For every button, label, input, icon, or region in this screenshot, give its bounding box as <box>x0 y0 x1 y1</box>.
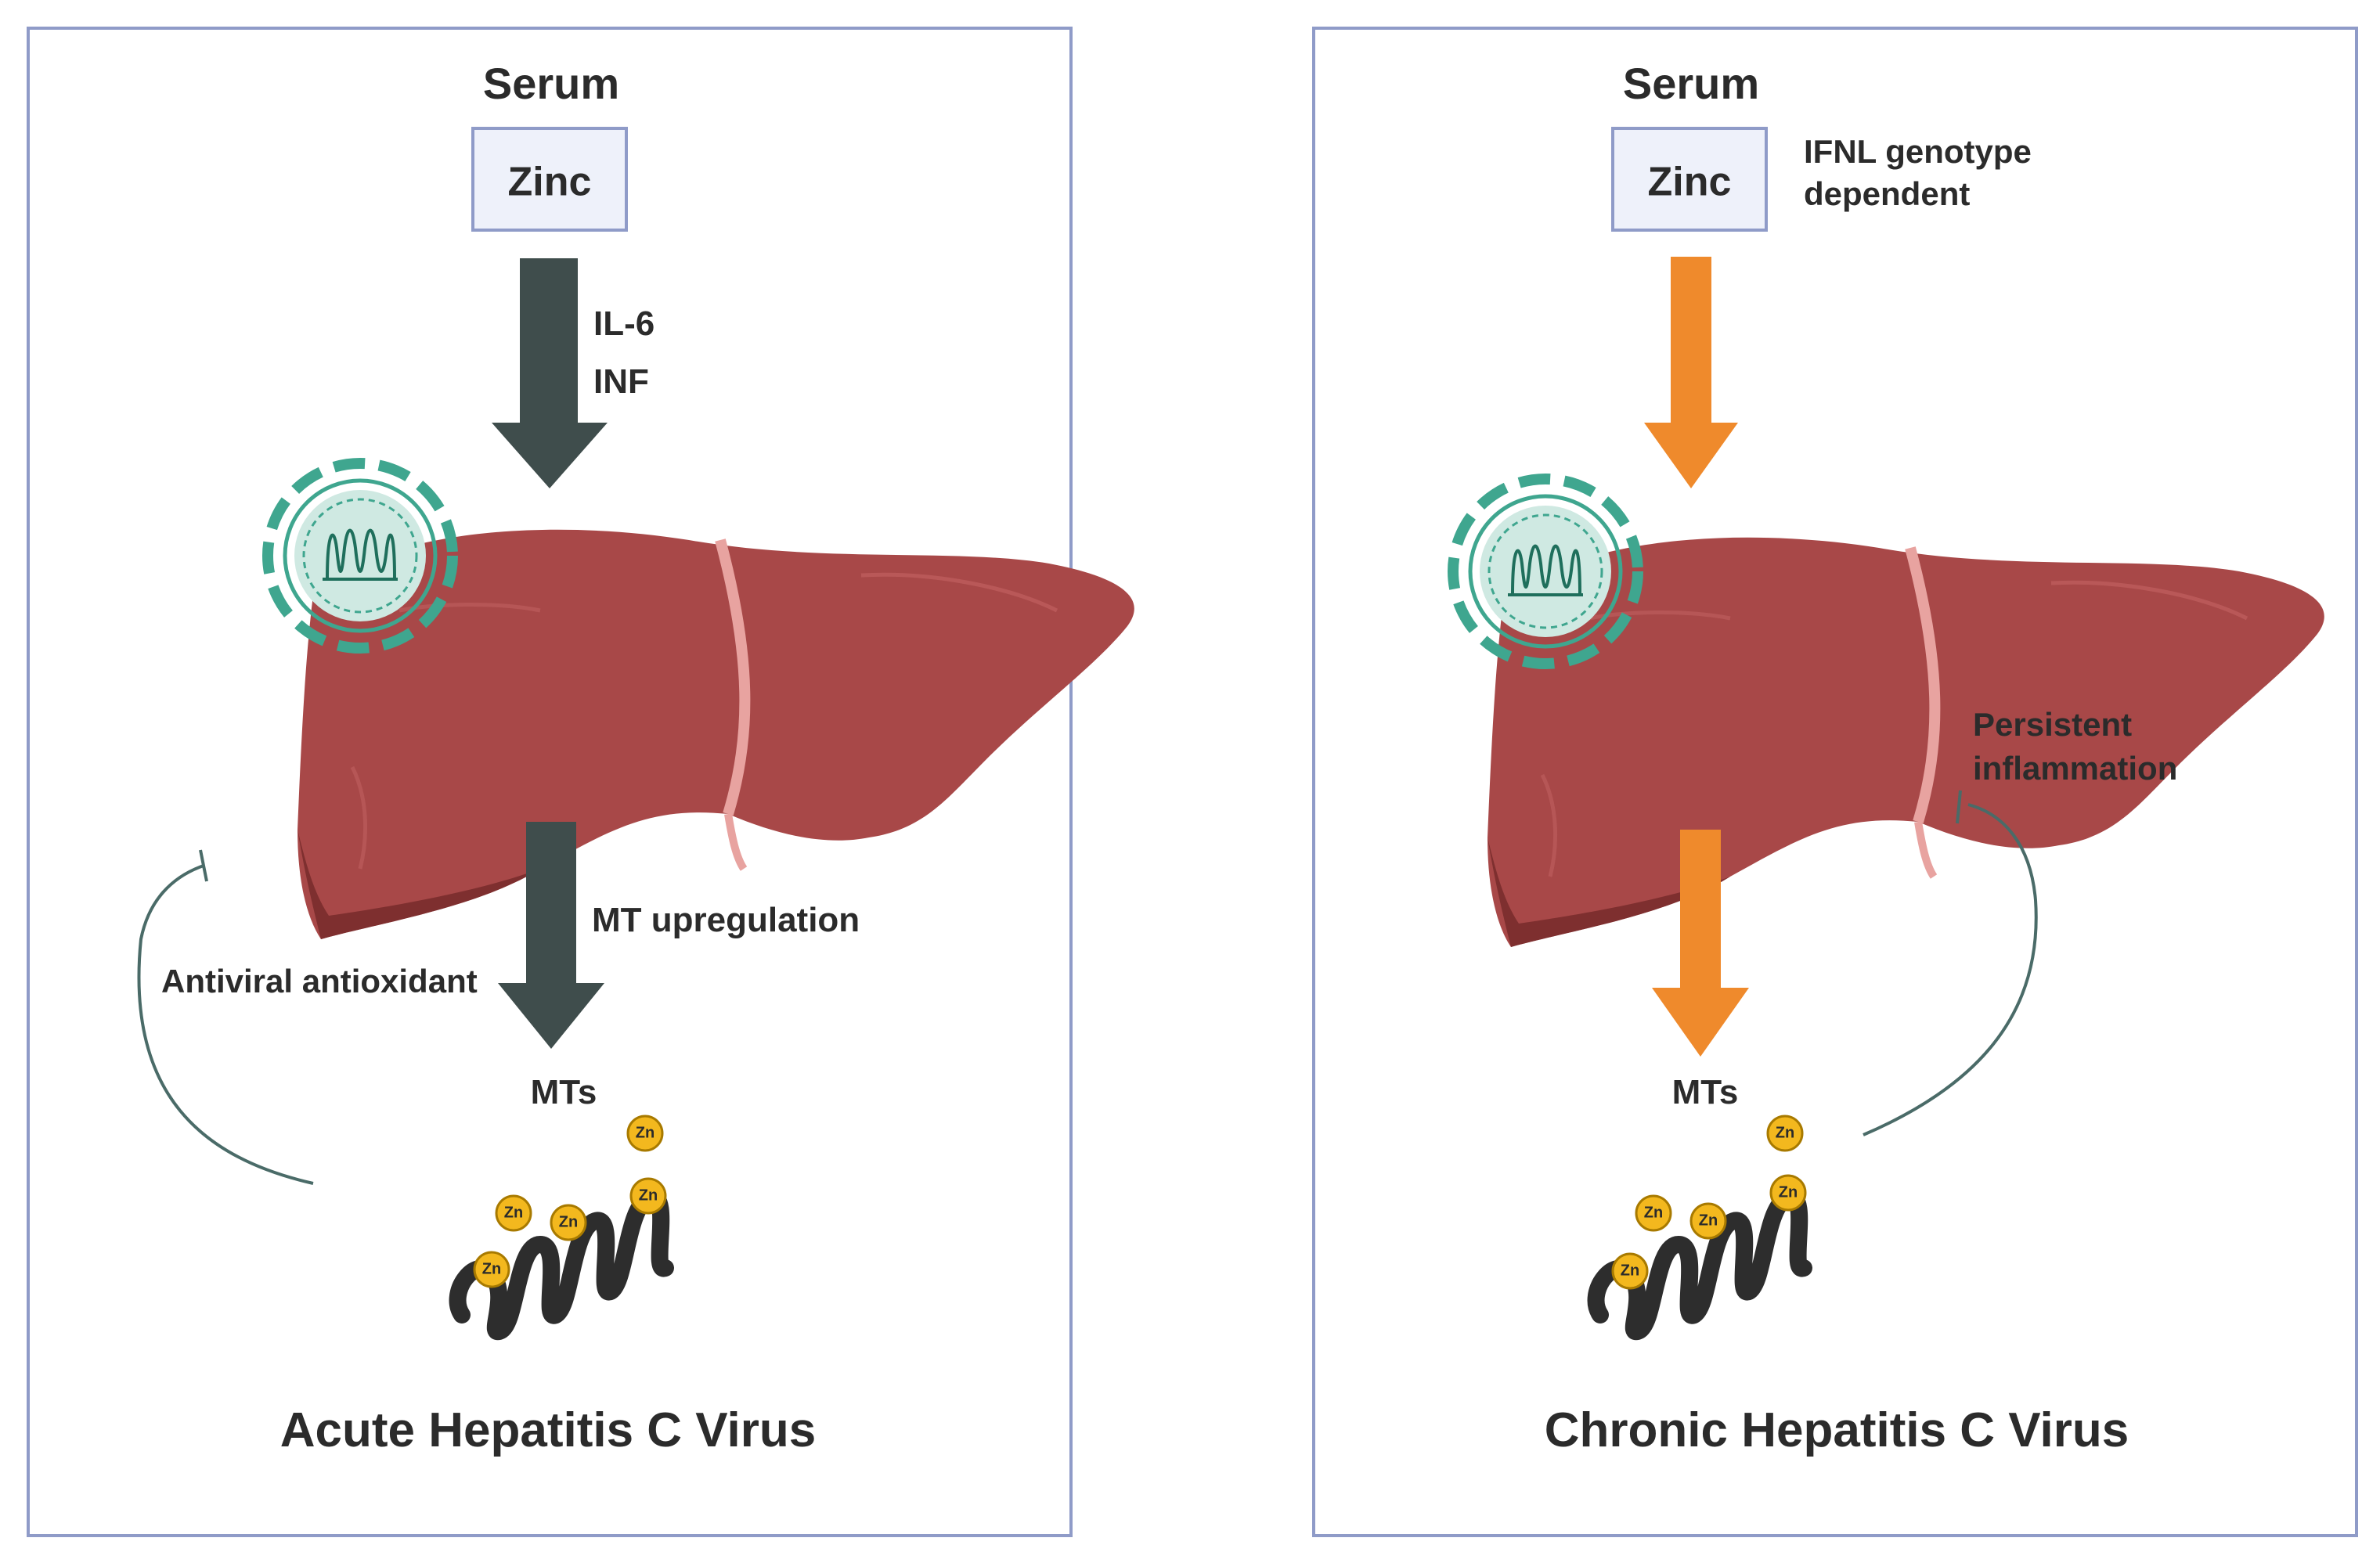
acute-zn-ion: Zn <box>629 1177 667 1215</box>
acute-mts-label: MTs <box>531 1073 597 1111</box>
svg-text:Zn: Zn <box>1699 1212 1718 1229</box>
chronic-mts-label: MTs <box>1672 1073 1739 1111</box>
chronic-serum-label: Serum <box>1623 59 1759 108</box>
acute-mt-arrow <box>498 822 604 1049</box>
chronic-inflammation-line1: Persistent <box>1973 706 2132 743</box>
chronic-inflammation-line2: inflammation <box>1973 750 2177 787</box>
chronic-zn-ion: Zn <box>1769 1174 1807 1212</box>
chronic-zinc-box <box>1611 127 1768 232</box>
chronic-virus-icon <box>1453 479 1638 664</box>
acute-virus-icon <box>268 463 453 648</box>
chronic-zinc-ions: Zn Zn Zn Zn Zn <box>1611 1115 1807 1290</box>
chronic-genotype-line1: IFNL genotype <box>1804 133 2032 170</box>
chronic-genotype-line2: dependent <box>1804 175 1970 212</box>
chronic-zn-ion: Zn <box>1611 1252 1649 1290</box>
svg-text:Zn: Zn <box>1776 1124 1794 1141</box>
svg-text:Zn: Zn <box>636 1124 654 1141</box>
acute-zn-ion: Zn <box>626 1115 664 1152</box>
acute-liver-icon <box>298 530 1134 939</box>
chronic-liver-icon <box>1488 538 2324 947</box>
chronic-feedback-arc <box>1863 803 2038 1136</box>
chronic-diagram: Serum Zinc IFNL genotype dependent Persi… <box>1453 59 2324 1457</box>
acute-zinc-box <box>471 127 628 232</box>
acute-signal-inf: INF <box>593 362 649 401</box>
svg-text:Zn: Zn <box>482 1260 501 1277</box>
acute-zinc-label: Zinc <box>508 160 592 205</box>
svg-text:Zn: Zn <box>639 1187 658 1204</box>
acute-mt-upregulation-label: MT upregulation <box>592 901 860 939</box>
acute-zn-ion: Zn <box>550 1204 587 1241</box>
acute-serum-label: Serum <box>483 59 619 108</box>
chronic-signal-arrow <box>1644 257 1738 488</box>
chronic-title: Chronic Hepatitis C Virus <box>1545 1403 2129 1457</box>
svg-text:Zn: Zn <box>1644 1204 1663 1221</box>
acute-zn-ion: Zn <box>495 1194 532 1232</box>
acute-diagram: Serum Zinc IL-6 INF MT upregulation Anti… <box>137 59 1134 1457</box>
chronic-zinc-label: Zinc <box>1648 160 1732 205</box>
acute-inhibition-bar <box>199 849 208 882</box>
acute-zinc-ions: Zn Zn Zn Zn Zn <box>473 1115 667 1288</box>
acute-title: Acute Hepatitis C Virus <box>280 1403 816 1457</box>
acute-zn-ion: Zn <box>473 1251 510 1288</box>
chronic-zn-ion: Zn <box>1689 1202 1727 1240</box>
svg-text:Zn: Zn <box>559 1213 578 1230</box>
acute-signal-arrow <box>492 258 608 488</box>
chronic-mt-arrow <box>1652 830 1749 1057</box>
acute-feedback-label: Antiviral antioxidant <box>161 963 478 999</box>
svg-text:Zn: Zn <box>1621 1262 1639 1279</box>
chronic-zn-ion: Zn <box>1635 1194 1672 1232</box>
chronic-inhibition-bar <box>1956 790 1962 824</box>
chronic-zn-ion: Zn <box>1766 1115 1804 1152</box>
acute-feedback-arc <box>137 864 314 1185</box>
svg-text:Zn: Zn <box>504 1204 523 1221</box>
acute-signal-il6: IL-6 <box>593 304 654 343</box>
svg-text:Zn: Zn <box>1779 1183 1798 1201</box>
